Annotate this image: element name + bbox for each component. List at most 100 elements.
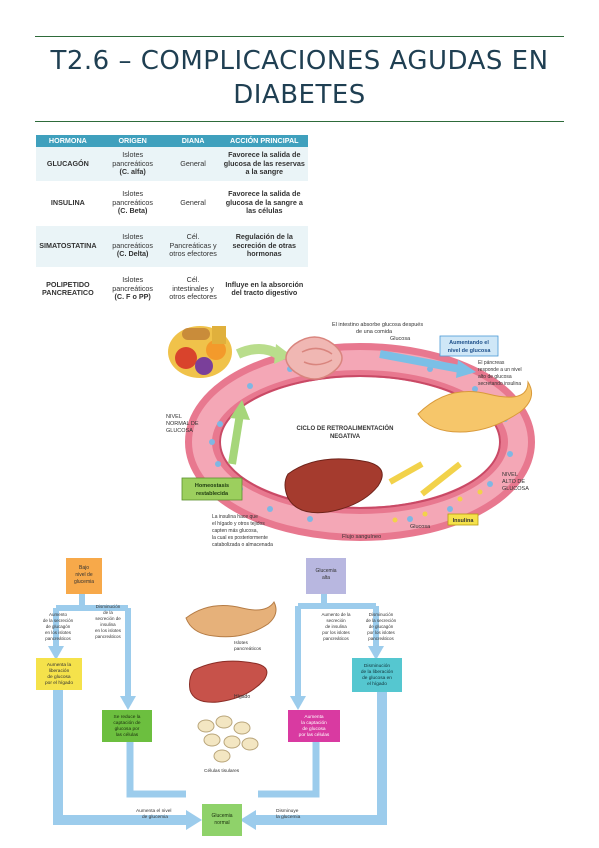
header-accion: ACCIÓN PRINCIPAL xyxy=(220,135,308,147)
liver-icon xyxy=(284,458,383,514)
disminucion-liberacion-box xyxy=(352,658,402,692)
cell-hormona: INSULINA xyxy=(36,181,100,226)
glucosa-top-label: Glucosa xyxy=(390,336,411,342)
dism-insulina-label-2: de la xyxy=(103,610,113,615)
aumenta-lib-label-4: por el hígado xyxy=(45,680,73,686)
loop-arrow-right xyxy=(256,680,387,825)
se-reduce-label-3: glucosa por xyxy=(115,726,140,732)
glucemia-alta-box xyxy=(306,558,346,594)
dism-lib-label-3: de glucosa en xyxy=(362,675,392,681)
aumento-insulina-label-2: secreción xyxy=(326,618,346,623)
top-rule xyxy=(35,36,564,37)
aumentando-box xyxy=(439,335,499,357)
celulas-label: Células tisulares xyxy=(204,768,240,774)
aumenta-capt-label-3: de glucosa xyxy=(302,726,326,732)
aumento-glucagon-label-1: Aumento xyxy=(49,612,68,617)
aumenta-nivel-label-1: Aumenta el nivel xyxy=(136,808,171,814)
aumenta-liberacion-box xyxy=(36,658,82,690)
dism-insulina-label-5: en los islotes xyxy=(95,628,122,633)
insulina-tag-label: Insulina xyxy=(453,518,475,524)
pancreas-icon xyxy=(185,601,277,638)
aumenta-lib-label-2: liberación xyxy=(49,668,70,674)
glucose-regulation-figure: Bajo nivel de glucemia Aumento de la sec… xyxy=(36,558,404,841)
food-icon xyxy=(168,326,232,378)
aumentando-label-1: Aumentando el xyxy=(449,340,489,346)
dism-glucagon-label-3: de glucagón xyxy=(369,624,394,629)
glucosa-bottom-label: Glucosa xyxy=(410,524,431,530)
pancreas-label-3: alto de glucosa xyxy=(478,374,512,380)
ciclo-label-1: CICLO DE RETROALIMENTACIÓN xyxy=(297,424,394,432)
se-reduce-label-1: Se reduce la xyxy=(114,714,141,720)
bajo-label-2: nivel de xyxy=(75,572,92,578)
header-diana: DIANA xyxy=(165,135,221,147)
flujo-label: Flujo sanguíneo xyxy=(342,534,381,540)
aumenta-capt-label-1: Aumenta xyxy=(304,714,324,720)
disminuye-label-2: la glucemia xyxy=(276,814,301,820)
dism-insulina-label-3: secreción de xyxy=(95,616,121,621)
aumenta-capt-label-4: por las células xyxy=(299,732,330,738)
header-hormona: HORMONA xyxy=(36,135,100,147)
islotes-label-2: pancreáticos xyxy=(234,646,262,652)
nivel-normal-label-3: GLUCOSA xyxy=(166,428,193,434)
aumenta-captacion-box xyxy=(288,710,340,742)
homeostasis-label-1: Homeostasis xyxy=(195,483,229,489)
nivel-alto-label-2: ALTO DE xyxy=(502,479,525,485)
dism-insulina-label-1: Disminución xyxy=(96,604,121,609)
header-origen: ORIGEN xyxy=(99,135,166,147)
dism-glucagon-label-4: por los islotes xyxy=(367,630,395,635)
glucemia-normal-label-1: Glucemia xyxy=(211,813,232,819)
aumento-insulina-label-1: Aumento de la xyxy=(321,612,351,617)
bottom-rule xyxy=(35,121,564,122)
pancreas-icon xyxy=(417,380,533,433)
bajo-label-1: Bajo xyxy=(79,565,89,571)
aumenta-nivel-label-2: de glucemia xyxy=(142,814,168,820)
intestine-label-2: de una comida xyxy=(356,329,393,335)
ciclo-label-2: NEGATIVA xyxy=(330,434,361,440)
nivel-alto-label-1: NIVEL xyxy=(502,472,518,478)
hormone-table: HORMONA ORIGEN DIANA ACCIÓN PRINCIPAL GL… xyxy=(36,135,308,312)
se-reduce-label-4: las células xyxy=(116,732,139,738)
dism-glucagon-label-5: pancreáticos xyxy=(368,636,394,641)
aumento-glucagon-label-4: en los islotes xyxy=(45,630,72,635)
glucemia-normal-label-2: normal xyxy=(214,820,229,826)
page-title: T2.6 – COMPLICACIONES AGUDAS EN DIABETES xyxy=(50,46,549,110)
cells-icon xyxy=(197,715,259,763)
insulina-tag xyxy=(447,513,479,526)
dism-insulina-label-4: insulina xyxy=(100,622,116,627)
aumento-glucagon-label-2: de la secreción xyxy=(43,618,74,623)
aumenta-lib-label-3: de glucosa xyxy=(47,674,71,680)
aumenta-lib-label-1: Aumenta la xyxy=(47,662,72,668)
aumento-insulina-label-3: de insulina xyxy=(325,624,347,629)
cell-diana: General xyxy=(165,181,221,226)
cell-hormona: GLUCAGÓN xyxy=(36,147,100,182)
se-reduce-label-2: captación de xyxy=(113,720,141,726)
feedback-cycle-figure: El intestino absorbe glucosa después de … xyxy=(160,314,538,552)
disminuye-label-1: Disminuye xyxy=(276,808,299,814)
se-reduce-box xyxy=(102,710,152,742)
insulina-hace-label-1: La insulina hace que xyxy=(212,514,258,520)
liver-icon xyxy=(189,660,268,703)
dism-lib-label-4: el hígado xyxy=(367,681,387,687)
insulina-hace-label-3: capten más glucosa, xyxy=(212,528,258,534)
pancreas-label-2: responde a un nivel xyxy=(478,367,522,373)
dism-lib-label-1: Disminución xyxy=(364,663,390,669)
aumento-insulina-label-5: pancreáticos xyxy=(323,636,349,641)
nivel-alto-label-3: GLUCOSA xyxy=(502,486,529,492)
aumenta-capt-label-2: la captación xyxy=(301,720,327,726)
dism-glucagon-label-1: Disminución xyxy=(369,612,394,617)
intestine-icon xyxy=(285,336,343,380)
aumento-insulina-label-4: por los islotes xyxy=(322,630,350,635)
insulina-hace-label-2: el hígado y otros tejidos xyxy=(212,521,265,527)
